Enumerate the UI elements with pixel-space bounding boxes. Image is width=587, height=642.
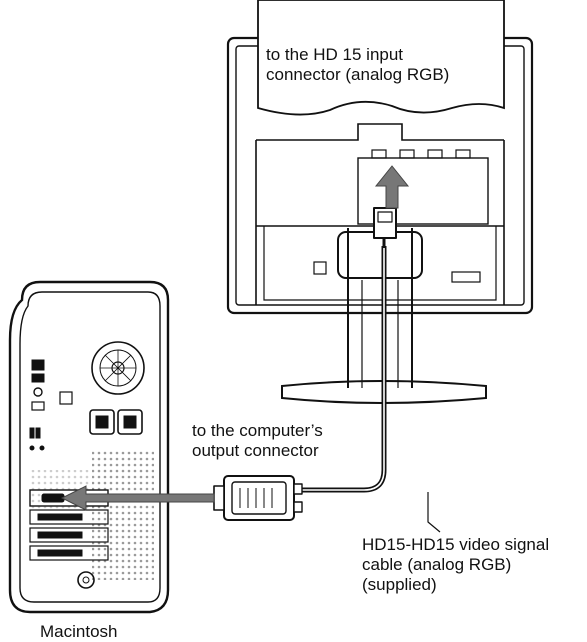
label-monitor-line-1: to the HD 15 input [266,45,404,64]
tower-power-socket-2 [117,409,143,435]
torn-paper-overlay [257,0,505,116]
label-computer-line-2: output connector [192,441,319,460]
label-cable-line-2: cable (analog RGB) [362,555,512,574]
tower-bottom-button [77,571,95,589]
cable-leader-line [427,492,441,533]
tower-power-socket-1 [89,409,115,435]
tower-fan [91,341,145,395]
tower-case-outer [8,280,170,614]
label-cable-line-1: HD15-HD15 video signal [362,535,550,554]
macintosh-tower [8,280,170,614]
tower-slot-3 [29,527,109,543]
label-computer-line-1: to the computer’s [192,421,323,440]
tower-case-inner [19,291,161,603]
tower-port-2 [31,373,45,383]
label-monitor-connector: to the HD 15 input connector (analog RGB… [266,45,449,85]
connector-panel [357,157,489,225]
computer-side-plug [213,475,303,521]
label-cable-line-3: (supplied) [362,575,437,594]
tower-slot-2 [29,509,109,525]
video-cable [213,207,441,533]
tower-slot-4 [29,545,109,561]
arrows [60,165,410,511]
label-computer-connector: to the computer’s output connector [192,421,323,461]
arrow-to-computer [60,485,215,511]
label-cable: HD15-HD15 video signal cable (analog RGB… [362,535,549,595]
tower-vent-dots [92,450,154,580]
tower-port-1 [31,359,45,371]
monitor-stand-neck [347,228,413,388]
monitor-stand-base [281,380,487,404]
monitor-top-notch [256,123,504,141]
arrow-to-monitor [374,165,410,209]
label-monitor-line-2: connector (analog RGB) [266,65,450,84]
label-computer-name: Macintosh [40,622,118,641]
